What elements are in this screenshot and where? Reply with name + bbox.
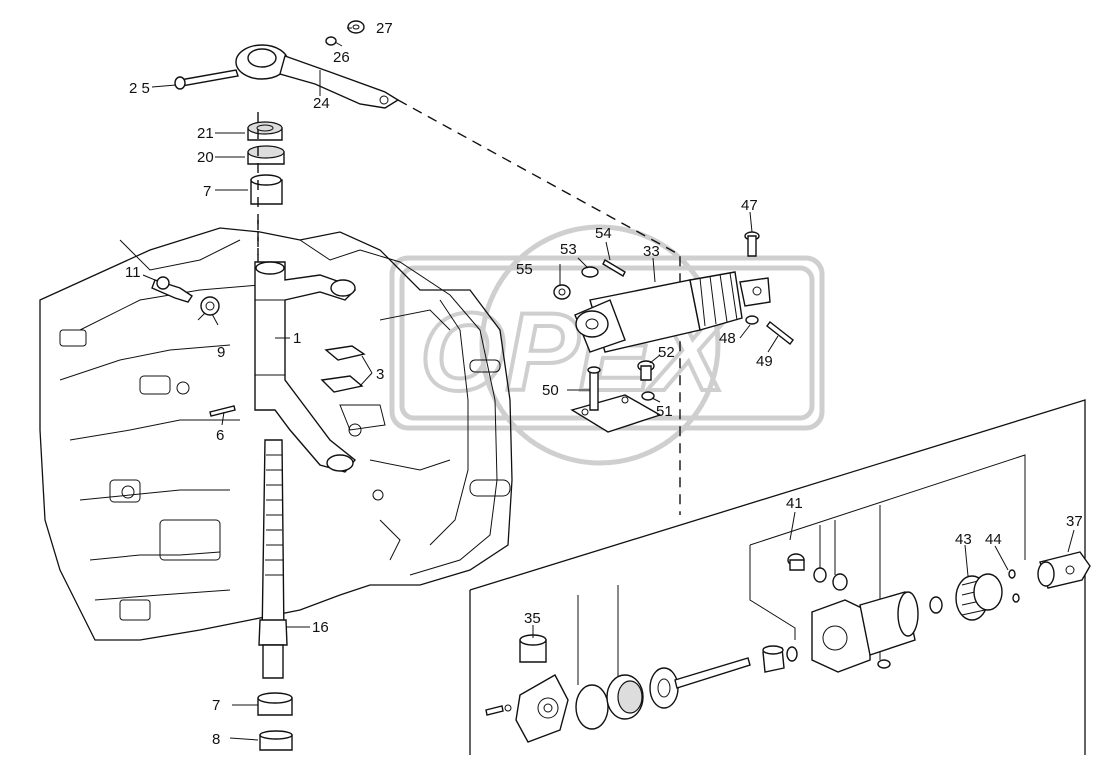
callout-7-lower: 7 <box>212 697 220 714</box>
pin-6 <box>209 405 236 417</box>
washer-53 <box>581 266 599 278</box>
callout-16: 16 <box>312 619 329 636</box>
bracket-50 <box>570 366 662 433</box>
callout-48: 48 <box>719 330 736 347</box>
ring-lower <box>259 730 293 751</box>
cylinder-assembly <box>574 271 771 353</box>
callout-35: 35 <box>524 610 541 627</box>
sensor-11 <box>151 276 193 303</box>
callout-27: 27 <box>376 20 393 37</box>
callout-25: 2 5 <box>129 80 150 97</box>
callout-11: 11 <box>125 264 141 281</box>
seal-ring <box>606 674 644 720</box>
pin-47 <box>744 231 760 257</box>
ring-932 <box>929 596 943 614</box>
pin-54 <box>602 259 626 277</box>
clip-9 <box>197 296 220 321</box>
gearbox-housing <box>39 227 513 641</box>
callout-labels: 2 5 24 26 27 21 20 7 11 9 1 3 6 16 7 8 5… <box>125 20 1083 748</box>
nut-27 <box>347 20 365 34</box>
dashed-guide <box>397 99 681 515</box>
screw <box>485 704 512 716</box>
cylinder-body <box>811 591 919 673</box>
callout-51: 51 <box>656 403 673 420</box>
spacer <box>762 645 785 673</box>
clevis-37 <box>1037 551 1091 589</box>
callout-1: 1 <box>293 330 301 347</box>
pins-44 <box>1008 569 1020 603</box>
bushing-35 <box>519 634 547 663</box>
callout-3: 3 <box>376 366 384 383</box>
callout-54: 54 <box>595 225 612 242</box>
o-rings-upper <box>813 567 848 591</box>
callout-26: 26 <box>333 49 350 66</box>
callout-21: 21 <box>197 125 214 142</box>
pin-49 <box>766 321 794 345</box>
callout-43: 43 <box>955 531 972 548</box>
callout-37: 37 <box>1066 513 1083 530</box>
shift-fork <box>254 261 357 473</box>
callout-33: 33 <box>643 243 660 260</box>
callout-20: 20 <box>197 149 214 166</box>
callout-47: 47 <box>741 197 758 214</box>
bearing-20 <box>247 145 285 165</box>
bolt-52 <box>637 360 655 381</box>
callout-49: 49 <box>756 353 773 370</box>
shaft <box>258 439 288 679</box>
leader-lines <box>142 27 1075 741</box>
o-ring-a <box>575 684 609 730</box>
washer-small <box>877 659 891 669</box>
boot-43 <box>955 573 1003 621</box>
pads <box>320 345 366 393</box>
callout-6: 6 <box>216 427 224 444</box>
nut-51 <box>641 391 655 401</box>
end-cap <box>515 674 569 743</box>
callout-24: 24 <box>313 95 330 112</box>
callout-52: 52 <box>658 344 675 361</box>
callout-44: 44 <box>985 531 1002 548</box>
bolt-25 <box>174 69 239 90</box>
piston-rod <box>649 657 751 709</box>
washer-26 <box>325 36 337 46</box>
small-ring <box>786 646 798 662</box>
bushing-upper <box>250 174 283 205</box>
callout-9: 9 <box>217 344 225 361</box>
callout-53: 53 <box>560 241 577 258</box>
washer-55 <box>553 284 571 300</box>
callout-41: 41 <box>786 495 803 512</box>
callout-8: 8 <box>212 731 220 748</box>
callout-50: 50 <box>542 382 559 399</box>
bushing-lower <box>257 692 293 716</box>
seal-21 <box>247 121 283 141</box>
callout-55: 55 <box>516 261 533 278</box>
nut-small <box>787 553 805 571</box>
washer-48 <box>745 315 759 325</box>
callout-7-upper: 7 <box>203 183 211 200</box>
lever-arm <box>235 44 400 109</box>
